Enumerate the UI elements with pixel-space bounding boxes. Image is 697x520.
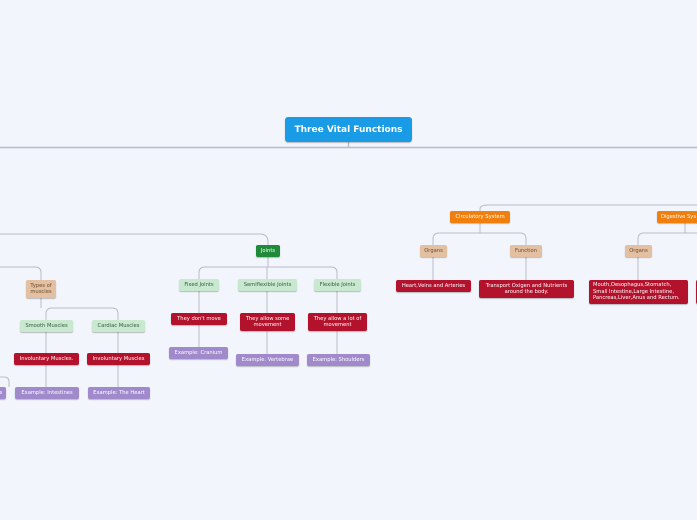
node-semi-example[interactable]: Example: Vertebrae — [236, 354, 299, 366]
root-label: Three Vital Functions — [294, 124, 403, 135]
node-types-of-muscles[interactable]: Types of muscles — [26, 280, 56, 298]
node-fixed-example[interactable]: Example: Cranium — [169, 347, 228, 359]
connector-line — [432, 232, 527, 245]
node-circ-organs[interactable]: Organs — [420, 245, 447, 257]
node-circ-function-desc[interactable]: Transport Oxigen and Nutrients around th… — [479, 280, 574, 298]
node-digestive-system[interactable]: Digestive Sys — [657, 211, 697, 223]
connector-line — [45, 307, 119, 320]
node-cardiac-example[interactable]: Example: The Heart — [88, 387, 150, 399]
node-left-cut-example[interactable]: s — [0, 387, 6, 399]
node-fixed-joints[interactable]: Fixed Joints — [179, 279, 219, 291]
node-smooth-muscles[interactable]: Smooth Muscles — [20, 320, 73, 332]
node-circ-organs-list[interactable]: Heart,Veins and Arteries — [396, 280, 471, 292]
node-smooth-involuntary[interactable]: Involuntary Muscles. — [14, 353, 79, 365]
connector-line — [198, 266, 338, 279]
node-semi-desc[interactable]: They allow some movement — [240, 313, 295, 331]
node-dig-organs[interactable]: Organs — [625, 245, 652, 257]
root-node[interactable]: Three Vital Functions — [285, 117, 412, 142]
node-flex-example[interactable]: Example: Shoulders — [307, 354, 370, 366]
node-cardiac-muscles[interactable]: Cardiac Muscles — [92, 320, 145, 332]
node-semiflexible-joints[interactable]: Semiflexible Joints — [238, 279, 297, 291]
node-circ-function[interactable]: Function — [510, 245, 542, 257]
connector-line — [0, 233, 269, 245]
node-flexible-joints[interactable]: Flexible Joints — [314, 279, 361, 291]
connector-line — [479, 204, 697, 211]
node-dig-organs-list[interactable]: Mouth,Oesophagus,Stomatch, Small Intesti… — [589, 280, 688, 304]
node-circulatory-system[interactable]: Circulatory System — [450, 211, 510, 223]
connector-line — [637, 232, 697, 245]
node-smooth-example[interactable]: Example: Intestines — [15, 387, 79, 399]
node-flex-desc[interactable]: They allow a lot of movement — [308, 313, 367, 331]
node-joints[interactable]: Joints — [256, 245, 280, 257]
connector-line — [0, 266, 42, 280]
node-fixed-desc[interactable]: They don't move — [171, 313, 227, 325]
node-cardiac-involuntary[interactable]: Involuntary Muscles — [87, 353, 150, 365]
connector-line — [0, 376, 10, 387]
